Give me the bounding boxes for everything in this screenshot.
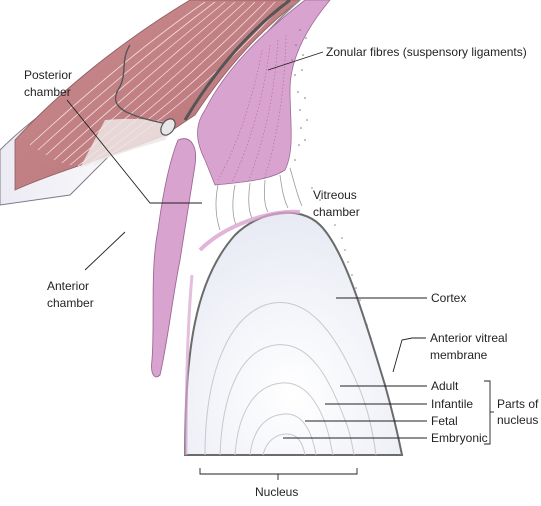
label-cortex: Cortex — [431, 291, 466, 305]
label-infantile: Infantile — [431, 397, 473, 411]
label-parts-of-nucleus-1: Parts of — [497, 397, 539, 411]
scleral-vessel — [114, 44, 169, 125]
label-embryonic: Embryonic — [431, 431, 488, 445]
nucleus-layers — [204, 302, 377, 456]
label-anterior-vitreal-membrane-1: Anterior vitreal — [430, 331, 507, 345]
ciliary-muscle — [14, 0, 301, 191]
label-vitreous-chamber-2: chamber — [313, 205, 360, 219]
label-nucleus: Nucleus — [255, 485, 298, 499]
label-zonular-fibres: Zonular fibres (suspensory ligaments) — [326, 45, 527, 59]
label-vitreous-chamber-1: Vitreous — [313, 188, 357, 202]
label-parts-of-nucleus-2: nucleus — [497, 413, 538, 427]
nucleus-bracket — [199, 468, 358, 475]
sclera-edge — [183, 0, 291, 121]
label-posterior-chamber-2: chamber — [24, 85, 71, 99]
leader-lines — [66, 51, 427, 439]
label-anterior-chamber-1: Anterior — [47, 279, 89, 293]
ciliary-fibres — [217, 34, 287, 183]
label-anterior-chamber-2: chamber — [47, 296, 94, 310]
canal-of-schlemm — [160, 118, 176, 136]
label-fetal: Fetal — [431, 414, 458, 428]
lens — [183, 209, 404, 456]
label-posterior-chamber-1: Posterior — [24, 68, 72, 82]
parts-of-nucleus-bracket — [484, 380, 491, 445]
label-anterior-vitreal-membrane-2: membrane — [430, 348, 488, 362]
zonular-fibres — [215, 167, 303, 231]
ciliary-stipple — [291, 29, 308, 161]
iris — [151, 138, 197, 378]
ciliary-body — [197, 0, 331, 186]
label-adult: Adult — [431, 379, 459, 393]
